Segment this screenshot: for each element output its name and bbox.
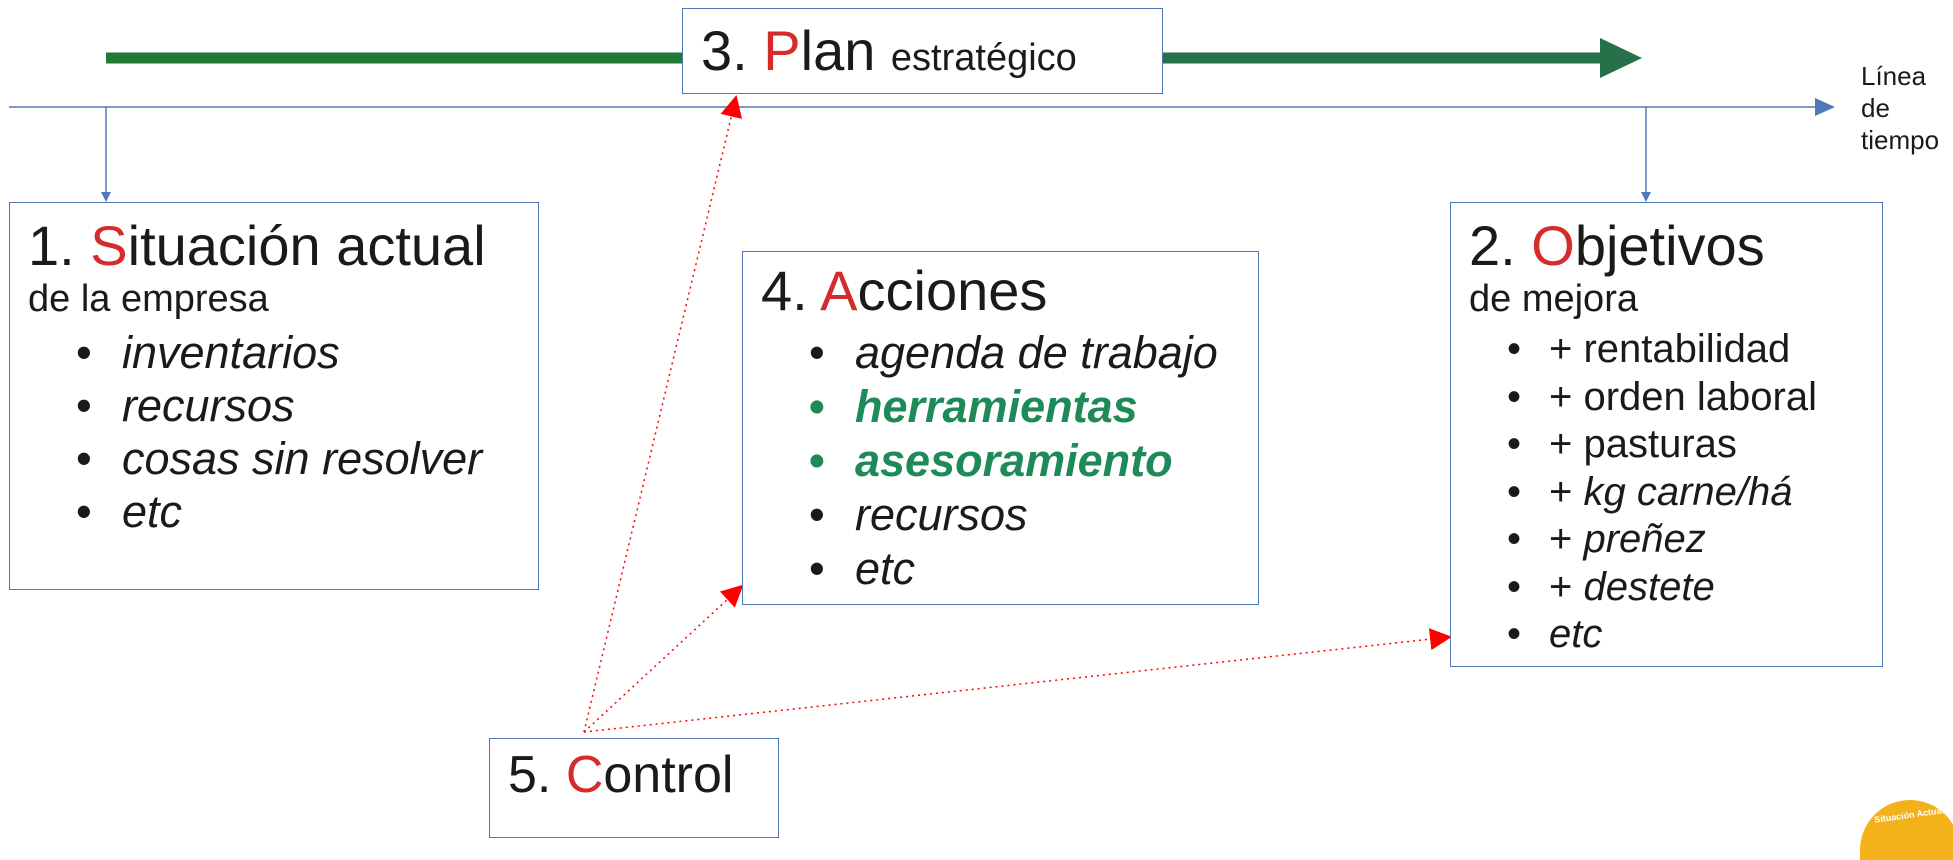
control-title: 5. Control — [508, 746, 734, 804]
list-item: + pasturas — [1469, 421, 1882, 469]
objetivos-title: 2. Objetivos — [1469, 214, 1765, 277]
list-item: etc — [761, 542, 1258, 596]
timeline-label: Línea de tiempo — [1861, 61, 1940, 155]
logo-text: Situación Actual — [1873, 805, 1945, 825]
situacion-subtitle: de la empresa — [28, 277, 269, 320]
timeline-arrow-head — [1815, 98, 1835, 116]
situacion-list: inventarios recursos cosas sin resolver … — [28, 326, 538, 538]
list-item: + rentabilidad — [1469, 326, 1882, 374]
control-box: 5. Control — [489, 738, 779, 838]
list-item: + destete — [1469, 564, 1882, 612]
plan-title: 3. Plan estratégico — [701, 19, 1077, 83]
control-to-plan-arrow — [583, 95, 743, 733]
list-item: etc — [1469, 611, 1882, 659]
list-item: recursos — [761, 488, 1258, 542]
objetivos-subtitle: de mejora — [1469, 277, 1638, 320]
list-item: herramientas — [761, 380, 1258, 434]
connector-layer — [9, 38, 1835, 733]
situacion-title: 1. Situación actual — [28, 214, 486, 277]
list-item: asesoramiento — [761, 434, 1258, 488]
list-item: agenda de trabajo — [761, 326, 1258, 380]
objetivos-box: 2. Objetivos de mejora + rentabilidad + … — [1450, 202, 1883, 667]
situacion-box: 1. Situación actual de la empresa invent… — [9, 202, 539, 590]
plan-box: 3. Plan estratégico — [682, 8, 1163, 94]
list-item: + kg carne/há — [1469, 469, 1882, 517]
list-item: inventarios — [28, 326, 538, 379]
acciones-list: agenda de trabajo herramientas asesorami… — [761, 326, 1258, 596]
list-item: + preñez — [1469, 516, 1882, 564]
list-item: recursos — [28, 379, 538, 432]
list-item: cosas sin resolver — [28, 432, 538, 485]
objetivos-list: + rentabilidad + orden laboral + pastura… — [1469, 326, 1882, 659]
control-to-acciones-arrow — [583, 584, 744, 733]
acciones-title: 4. Acciones — [761, 259, 1048, 322]
control-to-objetivos-arrow — [583, 628, 1452, 733]
plan-arrow-head — [1600, 38, 1642, 78]
acciones-box: 4. Acciones agenda de trabajo herramient… — [742, 251, 1259, 605]
list-item: etc — [28, 485, 538, 538]
list-item: + orden laboral — [1469, 374, 1882, 422]
